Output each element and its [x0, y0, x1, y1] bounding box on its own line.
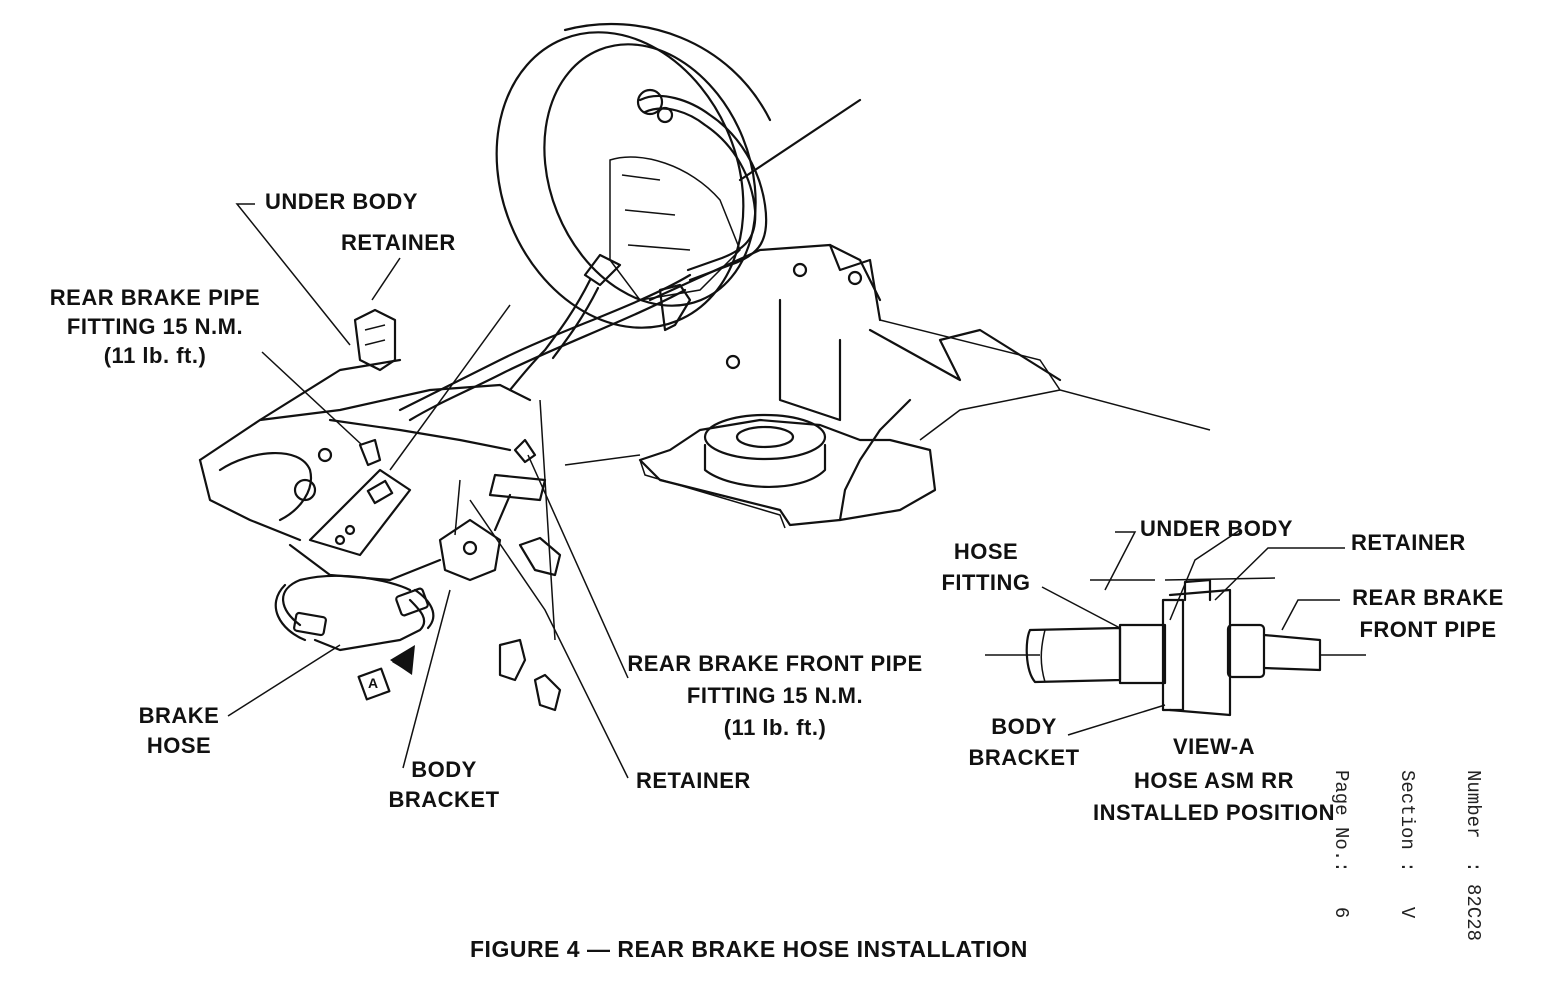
leader-lines	[227, 203, 629, 779]
view-a-label-hose-fitting: HOSE FITTING	[930, 541, 1042, 594]
spring-seat	[564, 413, 937, 529]
view-a-label-under-body: UNDER BODY	[1140, 516, 1293, 541]
view-a-label-body-bracket-line1: BODY	[991, 714, 1057, 739]
brake-drum	[495, 22, 772, 329]
view-a-label-front-pipe-line2: FRONT PIPE	[1359, 617, 1497, 642]
view-a-label-body-bracket: BODY BRACKET	[958, 716, 1090, 769]
view-a-drawing	[985, 529, 1366, 736]
page-info-block: Number : 82C28 Section : V Page No.: 6	[1286, 770, 1528, 941]
view-a-label-body-bracket-line2: BRACKET	[968, 745, 1080, 770]
view-a-marker	[357, 645, 415, 701]
body-bracket-part	[438, 473, 562, 712]
label-body-bracket-line1: BODY	[411, 757, 477, 782]
label-rear-brake-front-pipe-fitting: REAR BRAKE FRONT PIPE FITTING 15 N.M. (1…	[605, 653, 945, 739]
view-a-title-line1: VIEW-A	[1173, 734, 1255, 759]
label-rear-brake-pipe-fitting-line1: REAR BRAKE PIPE	[49, 285, 261, 310]
view-a-title: VIEW-A HOSE ASM RR INSTALLED POSITION	[1062, 736, 1366, 824]
view-a-marker-letter: A	[368, 675, 379, 691]
label-body-bracket-line2: BRACKET	[388, 787, 500, 812]
label-brake-hose: BRAKE HOSE	[120, 705, 238, 757]
page-info-page: Page No.: 6	[1330, 770, 1352, 919]
label-front-pipe-fitting-line1: REAR BRAKE FRONT PIPE	[627, 651, 923, 676]
brake-pipe-route	[398, 88, 768, 422]
label-body-bracket: BODY BRACKET	[378, 759, 510, 811]
label-retainer-bottom: RETAINER	[636, 768, 751, 793]
view-a-label-front-pipe-line1: REAR BRAKE	[1352, 585, 1504, 610]
label-front-pipe-fitting-line2: FITTING 15 N.M.	[686, 683, 864, 708]
view-a-title-line3: INSTALLED POSITION	[1092, 800, 1336, 825]
brake-hose-part	[274, 574, 435, 652]
page-info-number: Number : 82C28	[1462, 770, 1484, 942]
view-a-label-hose-fitting-line1: HOSE	[953, 539, 1019, 564]
label-retainer-top: RETAINER	[341, 230, 456, 255]
label-rear-brake-pipe-fitting-line3: (11 lb. ft.)	[103, 343, 207, 368]
label-brake-hose-line2: HOSE	[146, 733, 212, 758]
label-rear-brake-pipe-fitting: REAR BRAKE PIPE FITTING 15 N.M. (11 lb. …	[30, 287, 280, 367]
view-a-label-retainer: RETAINER	[1351, 530, 1466, 555]
label-rear-brake-pipe-fitting-line2: FITTING 15 N.M.	[66, 314, 244, 339]
view-a-label-front-pipe: REAR BRAKE FRONT PIPE	[1342, 587, 1514, 641]
label-front-pipe-fitting-line3: (11 lb. ft.)	[723, 715, 827, 740]
label-brake-hose-line1: BRAKE	[138, 703, 220, 728]
view-a-title-line2: HOSE ASM RR	[1134, 768, 1294, 793]
figure-caption: FIGURE 4 — REAR BRAKE HOSE INSTALLATION	[470, 936, 1028, 962]
underbody-frame	[198, 358, 532, 582]
retainer-clips	[353, 308, 562, 577]
view-a-label-hose-fitting-line2: FITTING	[941, 570, 1031, 595]
page-info-section: Section : V	[1396, 770, 1418, 919]
label-under-body: UNDER BODY	[265, 189, 418, 214]
